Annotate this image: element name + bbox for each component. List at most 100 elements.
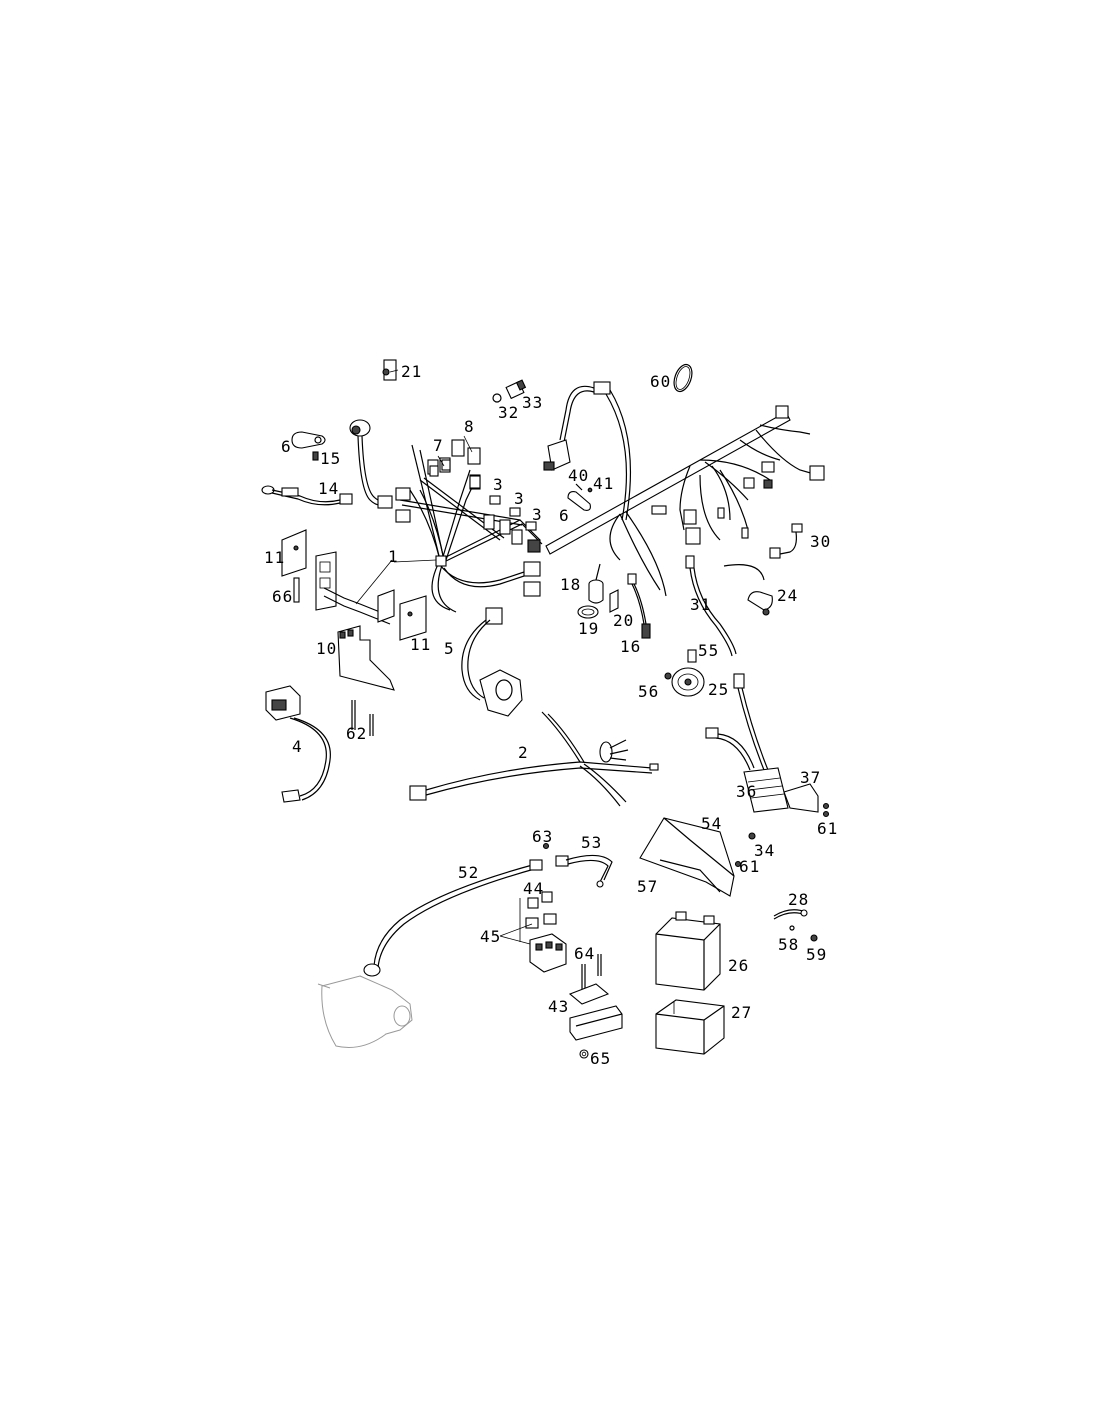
label-30: 30 [810,532,831,551]
label-57: 57 [637,877,658,896]
label-31: 31 [690,595,711,614]
part-43-mount-block [568,983,623,1041]
ignition-coil-lead [543,381,632,521]
label-6-left: 6 [281,437,292,456]
label-53: 53 [581,833,602,852]
part-40-41-6-small [567,483,593,511]
label-61-left: 61 [739,857,760,876]
part-55-bracket [687,649,697,663]
part-11-cover-plate-right [399,595,427,641]
part-14-sensor-cable [261,485,353,506]
part-60-cable-tie [673,363,693,393]
label-24: 24 [777,586,798,605]
label-11-right: 11 [410,635,431,654]
part-1-mount-bracket [315,551,395,625]
part-7-8-relays [429,439,481,489]
part-21-clip [382,359,397,381]
part-56-screw [664,672,672,680]
label-32: 32 [498,403,519,422]
part-27-battery-box [655,999,725,1055]
part-5-switch-assembly [461,607,523,717]
label-3c: 3 [532,505,543,524]
label-28: 28 [788,890,809,909]
label-66: 66 [272,587,293,606]
label-3a: 3 [493,475,504,494]
label-8: 8 [464,417,475,436]
part-10-bracket [337,625,395,691]
part-31-cable [685,555,737,657]
part-65-nut [579,1049,589,1059]
label-33: 33 [522,393,543,412]
label-15: 15 [320,449,341,468]
label-20: 20 [613,611,634,630]
label-6-right: 6 [559,506,570,525]
part-26-battery [655,911,721,991]
main-loom-tube [545,405,825,597]
label-5: 5 [444,639,455,658]
label-19: 19 [578,619,599,638]
label-4: 4 [292,737,303,756]
label-21: 21 [401,362,422,381]
label-58: 58 [778,935,799,954]
label-52: 52 [458,863,479,882]
part-25-horn [671,667,705,697]
part-53-battery-cable [542,842,613,888]
part-36-regulator [705,673,789,813]
part-32-33-switch [492,379,527,403]
label-43: 43 [548,997,569,1016]
label-10: 10 [316,639,337,658]
label-55: 55 [698,641,719,660]
label-54: 54 [701,814,722,833]
label-16: 16 [620,637,641,656]
label-40: 40 [568,466,589,485]
part-28-cable [773,909,818,942]
label-65: 65 [590,1049,611,1068]
part-16-sensor [627,573,651,639]
part-44-fuses [525,891,557,929]
speed-sensor-top [349,419,393,509]
label-59: 59 [806,945,827,964]
part-34-nut [748,832,756,840]
leader-lines [355,369,533,945]
part-45-starter-relay [529,933,567,973]
label-41: 41 [593,474,614,493]
part-6-bracket-left [291,431,326,461]
part-1-main-harness [395,444,543,613]
part-labels: 21 60 33 32 8 7 6 15 14 3 3 3 40 41 6 30… [264,362,838,1068]
label-1: 1 [388,547,399,566]
label-63: 63 [532,827,553,846]
label-61-right: 61 [817,819,838,838]
label-11-left: 11 [264,548,285,567]
starter-motor-ghost [317,975,413,1048]
label-44: 44 [523,879,544,898]
label-7: 7 [433,436,444,455]
label-37: 37 [800,768,821,787]
label-36: 36 [736,782,757,801]
part-24-sensor [723,564,773,616]
part-62-bolts [351,700,374,736]
label-27: 27 [731,1003,752,1022]
label-18: 18 [560,575,581,594]
label-60: 60 [650,372,671,391]
part-4-handlebar-switch [265,685,331,803]
part-2-sub-harness [409,711,659,807]
label-45: 45 [480,927,501,946]
part-30-connector [769,523,803,559]
part-11-cover-plate-left [281,529,307,577]
label-56: 56 [638,682,659,701]
label-14: 14 [318,479,339,498]
part-37-bracket [783,783,830,818]
label-2: 2 [518,743,529,762]
part-19-ring [577,605,599,619]
label-62: 62 [346,724,367,743]
part-54-battery-cover [639,817,742,897]
part-52-starter-cable [363,859,543,977]
part-20-clip [609,589,619,613]
label-26: 26 [728,956,749,975]
label-64: 64 [574,944,595,963]
label-34: 34 [754,841,775,860]
label-25: 25 [708,680,729,699]
part-66-strip [293,577,300,603]
part-3-fuse-holders [489,495,537,531]
